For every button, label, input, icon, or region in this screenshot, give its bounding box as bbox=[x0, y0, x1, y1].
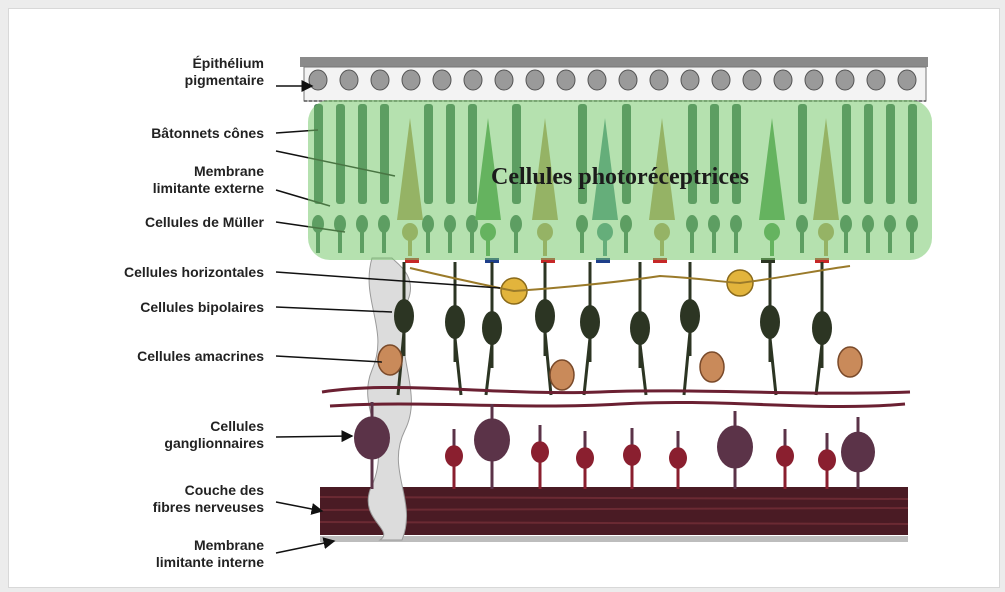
amacrine-cell bbox=[550, 360, 574, 390]
epithelium-cell bbox=[774, 70, 792, 90]
bipolar-cell bbox=[630, 311, 650, 345]
bipolar-cell bbox=[394, 299, 414, 333]
bipolar-cell bbox=[482, 311, 502, 345]
epithelium-cell bbox=[464, 70, 482, 90]
epithelium-cell bbox=[805, 70, 823, 90]
epithelium-cell bbox=[371, 70, 389, 90]
bipolar-axon bbox=[486, 344, 492, 395]
bipolar-axon bbox=[584, 338, 590, 395]
bipolar-axon bbox=[816, 344, 822, 395]
bipolar-axon bbox=[770, 338, 776, 395]
horizontal-cells bbox=[410, 266, 850, 304]
bipolar-cell bbox=[535, 299, 555, 333]
epithelium-cell bbox=[557, 70, 575, 90]
ganglion-cell bbox=[474, 418, 510, 461]
ganglion-cell bbox=[445, 445, 463, 467]
amacrine-cell bbox=[378, 345, 402, 375]
amacrine-cell bbox=[838, 347, 862, 377]
nerve-fiber-layer bbox=[320, 487, 908, 535]
bipolar-cell bbox=[445, 305, 465, 339]
ganglion-cell bbox=[818, 449, 836, 471]
epithelium-cell bbox=[340, 70, 358, 90]
inner-limiting-membrane bbox=[320, 536, 908, 542]
pointer-ganglion bbox=[276, 436, 352, 437]
bipolar-axon bbox=[684, 332, 690, 395]
pointer-inner-membrane bbox=[276, 541, 334, 553]
bipolar-cell bbox=[580, 305, 600, 339]
epithelium-layer bbox=[300, 57, 928, 101]
bipolar-cell bbox=[680, 299, 700, 333]
bipolar-cell bbox=[760, 305, 780, 339]
epithelium-cell bbox=[588, 70, 606, 90]
pointer-nerve-fibers bbox=[276, 502, 322, 511]
ganglion-cell bbox=[576, 447, 594, 469]
epithelium-cell bbox=[681, 70, 699, 90]
epithelium-cell bbox=[836, 70, 854, 90]
bipolar-axon bbox=[545, 332, 551, 395]
ganglion-cell-group bbox=[354, 402, 875, 489]
pointer-amacrine bbox=[276, 356, 382, 362]
epithelium-cell bbox=[898, 70, 916, 90]
epithelium-cell bbox=[433, 70, 451, 90]
ganglion-cell bbox=[841, 432, 875, 473]
epithelium-cell bbox=[650, 70, 668, 90]
epithelium-cell bbox=[495, 70, 513, 90]
epithelium-cell bbox=[743, 70, 761, 90]
epithelium-cell bbox=[867, 70, 885, 90]
epithelium-cell bbox=[712, 70, 730, 90]
ganglion-cell bbox=[531, 441, 549, 463]
amacrine-cell bbox=[700, 352, 724, 382]
bipolar-axon bbox=[640, 344, 646, 395]
ganglion-cell bbox=[623, 444, 641, 466]
amacrine-plexus bbox=[330, 402, 905, 406]
epithelium-cell bbox=[526, 70, 544, 90]
epithelium-cell bbox=[402, 70, 420, 90]
ganglion-cell bbox=[354, 416, 390, 459]
epithelium-cell bbox=[619, 70, 637, 90]
photoreceptor-banner: Cellules photoréceptrices bbox=[308, 100, 932, 260]
banner-title: Cellules photoréceptrices bbox=[491, 164, 749, 191]
ganglion-cell bbox=[717, 425, 753, 468]
epithelium-cell bbox=[309, 70, 327, 90]
bipolar-cell bbox=[812, 311, 832, 345]
ganglion-cell bbox=[669, 447, 687, 469]
ganglion-cell bbox=[776, 445, 794, 467]
bipolar-axon bbox=[455, 338, 461, 395]
horizontal-cell-process bbox=[410, 266, 850, 291]
